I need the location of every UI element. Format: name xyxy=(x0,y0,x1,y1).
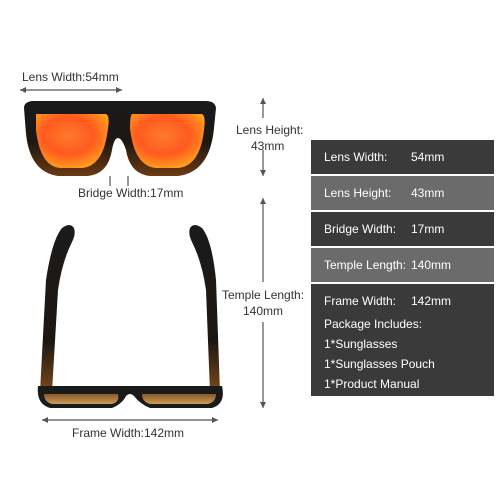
spec-table: Lens Width: 54mm Lens Height: 43mm Bridg… xyxy=(311,140,494,320)
package-includes-box: Package Includes: 1*Sunglasses 1*Sunglas… xyxy=(311,308,494,396)
spec-row-lens-width: Lens Width: 54mm xyxy=(311,140,494,174)
spec-name: Lens Width: xyxy=(324,150,388,164)
package-title: Package Includes: xyxy=(324,317,423,331)
spec-value: 17mm xyxy=(411,222,445,236)
frame-width-label: Frame Width:142mm xyxy=(72,426,185,440)
package-item: 1*Product Manual xyxy=(324,377,420,391)
sunglasses-top-view xyxy=(37,225,223,408)
sunglasses-front-image xyxy=(20,87,266,423)
lens-width-label: Lens Width:54mm xyxy=(22,70,119,84)
spec-name: Temple Length: xyxy=(324,258,407,272)
lens-width-arrow xyxy=(20,87,122,93)
spec-row-lens-height: Lens Height: 43mm xyxy=(311,176,494,210)
spec-name: Lens Height: xyxy=(324,186,392,200)
bridge-width-label: Bridge Width:17mm xyxy=(78,186,184,200)
spec-name: Frame Width: xyxy=(324,294,397,308)
spec-value: 43mm xyxy=(411,186,445,200)
spec-row-bridge-width: Bridge Width: 17mm xyxy=(311,212,494,246)
bridge-width-arrow xyxy=(109,176,129,186)
package-item: 1*Sunglasses Pouch xyxy=(324,357,435,371)
left-lens xyxy=(36,114,109,168)
right-lens xyxy=(130,114,205,168)
temple-length-arrow xyxy=(260,198,266,408)
spec-value: 140mm xyxy=(411,258,452,272)
front-frame xyxy=(24,101,216,176)
lens-height-value: 43mm xyxy=(251,139,285,153)
package-item: 1*Sunglasses xyxy=(324,337,398,351)
lens-height-arrow xyxy=(260,98,266,176)
frame-width-arrow xyxy=(42,417,218,423)
temple-length-label: Temple Length: xyxy=(222,288,305,302)
spec-value: 54mm xyxy=(411,150,445,164)
spec-name: Bridge Width: xyxy=(324,222,397,236)
spec-row-temple-length: Temple Length: 140mm xyxy=(311,248,494,282)
spec-value: 142mm xyxy=(411,294,452,308)
temple-length-value: 140mm xyxy=(243,304,284,318)
lens-height-label: Lens Height: xyxy=(236,123,304,137)
